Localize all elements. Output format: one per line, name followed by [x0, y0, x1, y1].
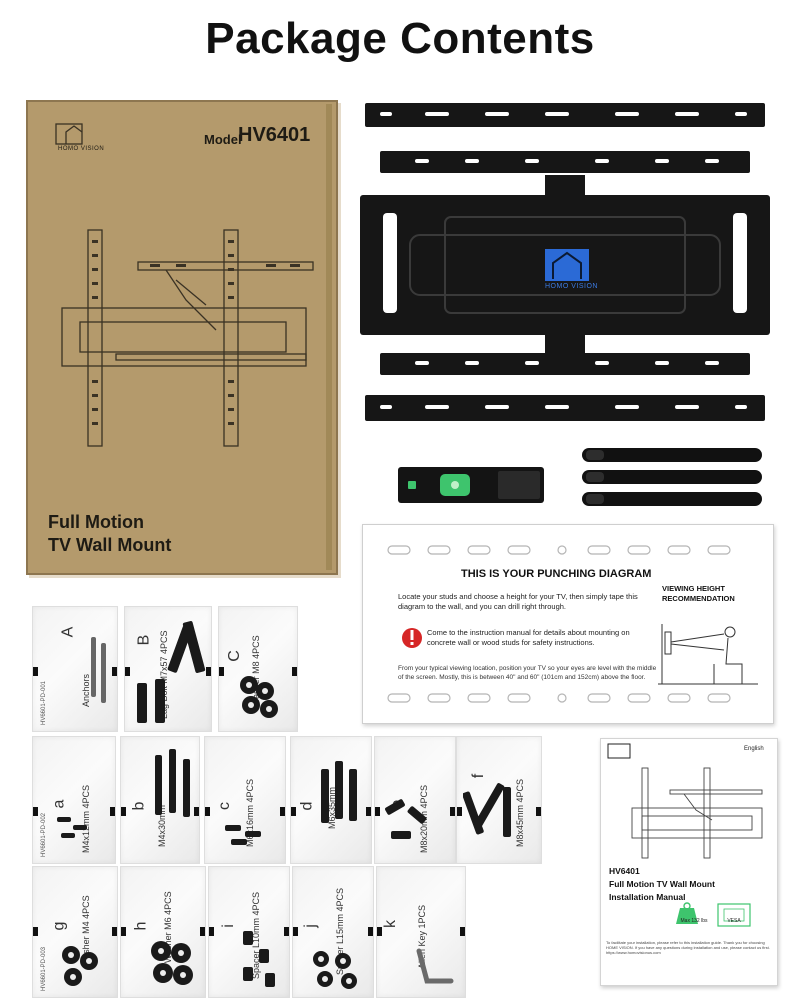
manual-subtitle: Installation Manual [609, 892, 686, 902]
lag-bolts-icon [137, 621, 206, 723]
washers-icon [240, 676, 278, 718]
box-edge [34, 104, 332, 570]
hardware-bag-i: i Spacer L10mm 4PCS [208, 866, 290, 998]
hardware-bag-C: C Washer M8 4PCS [218, 606, 298, 732]
cable-ties [582, 448, 762, 506]
hardware-bag-b: b M4x30mm [120, 736, 200, 864]
max-load-icon [676, 908, 698, 924]
hardware-bag-k: k Allen Key 1PCS [376, 866, 466, 998]
box-brand: HOMO VISION [58, 146, 105, 152]
box-title-line2: TV Wall Mount [48, 535, 172, 555]
hardware-bag-f: f M8x45mm 4PCS [456, 736, 542, 864]
viewing-height-heading: VIEWING HEIGHT RECOMMENDATION [662, 584, 735, 603]
box-title-line1: Full Motion [48, 512, 144, 532]
manual-title: Full Motion TV Wall Mount [609, 879, 715, 889]
manual-logo-mark [607, 743, 631, 759]
hardware-bag-h: h Washer M6 4PCS [120, 866, 206, 998]
box-mount-drawing [55, 123, 314, 447]
box-model: HV6401 [238, 124, 311, 146]
manual-model: HV6401 [609, 866, 640, 876]
box-model-label: Model [204, 132, 242, 147]
lower-bracket-bar [380, 353, 750, 375]
vesa-icon [717, 903, 751, 927]
box-logo-mark [55, 123, 83, 145]
page-title: Package Contents [205, 14, 595, 63]
hardware-bag-a: HV6601-PD-002 a M4x12mm 4PCS [32, 736, 116, 864]
installation-manual [600, 738, 778, 986]
upper-bracket-bar [380, 151, 750, 173]
manual-max-load: Max 132 lbs [680, 918, 708, 924]
hardware-bag-j: j Spacer L15mm 4PCS [292, 866, 374, 998]
manual-vesa: VESA [727, 918, 741, 924]
manual-footer-text: To facilitate your installation, please … [606, 940, 770, 955]
diagram-warning: Come to the instruction manual for detai… [427, 628, 630, 647]
hardware-bag-c: c M6x16mm 4PCS [204, 736, 286, 864]
mount-brand: HOMO VISION [545, 283, 598, 290]
diagram-viewing-note: From your typical viewing location, posi… [398, 665, 657, 681]
tv-mount-parts [360, 103, 770, 421]
hardware-bag-d: d M6x35mm [290, 736, 372, 864]
hardware-bag-B: B Lag Bolt M7x57 4PCS [124, 606, 212, 732]
diagram-holes [387, 545, 758, 703]
hardware-bag-g: HV6601-PD-003 g Washer M4 4PCS [32, 866, 118, 998]
punching-diagram [362, 524, 774, 724]
hardware-bag-A: HV6601-PD-001 A Anchors [32, 606, 118, 732]
diagram-title: THIS IS YOUR PUNCHING DIAGRAM [461, 568, 652, 580]
bubble-level [398, 467, 544, 503]
hardware-bag-e: e M8x20mm 4PCS [374, 736, 456, 864]
diagram-instructions: Locate your studs and choose a height fo… [398, 592, 638, 611]
allen-key-icon [416, 948, 454, 984]
manual-drawing [607, 743, 763, 927]
manual-language: English [744, 746, 764, 752]
